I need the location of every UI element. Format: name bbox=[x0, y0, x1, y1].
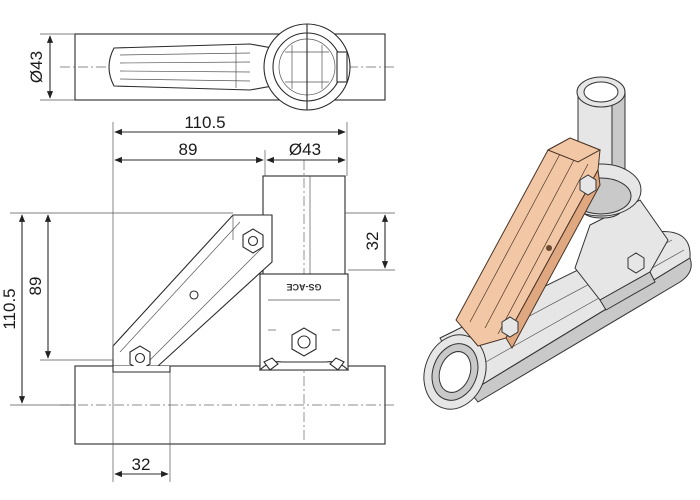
part-marking: GS-ACE bbox=[286, 282, 321, 292]
dim-arm-width: 89 bbox=[179, 140, 198, 159]
top-view-arm bbox=[108, 43, 273, 91]
dim-top-view-diameter: Ø43 bbox=[27, 51, 46, 83]
top-view: Ø43 bbox=[27, 23, 395, 111]
dim-vertical-offset: 32 bbox=[363, 232, 382, 251]
dim-arm-height: 89 bbox=[26, 277, 45, 296]
dim-overall-width: 110.5 bbox=[184, 113, 225, 132]
isometric-view bbox=[423, 76, 692, 410]
dim-overall-height: 110.5 bbox=[0, 288, 19, 329]
front-view: GS-ACE 110.5 89 Ø43 bbox=[0, 113, 395, 482]
dim-bottom-offset: 32 bbox=[132, 455, 151, 474]
dim-pipe-diameter: Ø43 bbox=[289, 140, 321, 159]
